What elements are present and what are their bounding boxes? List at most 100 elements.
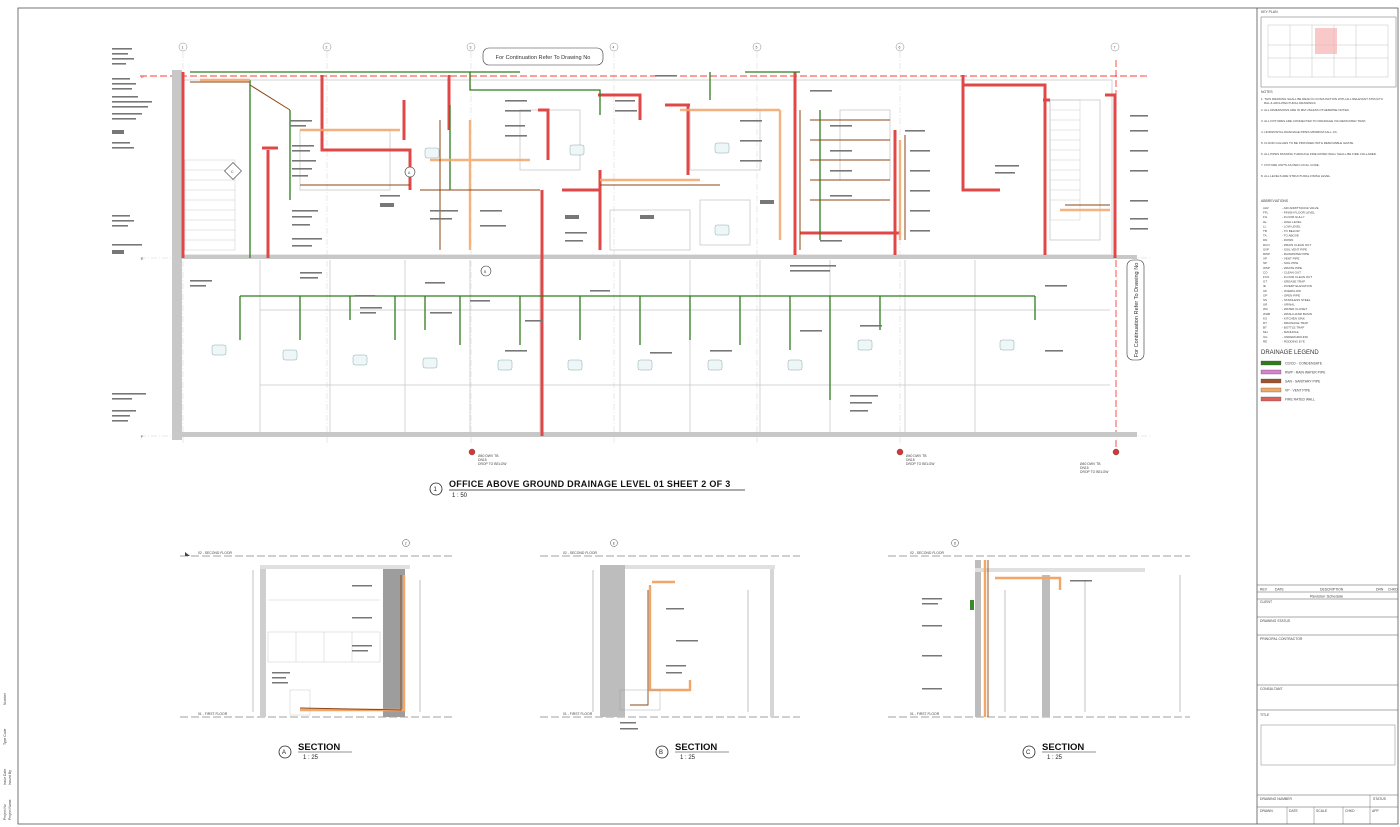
- grid-label: 7: [1114, 46, 1116, 50]
- svg-text:02 - SECOND FLOOR: 02 - SECOND FLOOR: [563, 551, 597, 555]
- svg-text:Ø40 DWV TB: Ø40 DWV TB: [1080, 462, 1101, 466]
- revision-schedule-title: Revision Schedule: [1310, 594, 1344, 599]
- abbreviation-meaning: - KITCHEN SINK: [1282, 316, 1305, 320]
- abbreviation-code: FCO: [1263, 275, 1270, 279]
- sheet-border: [17, 7, 1399, 825]
- svg-text:Ø40 DWV TB: Ø40 DWV TB: [478, 454, 499, 458]
- abbreviation-code: OF: [1263, 289, 1267, 293]
- svg-text:CONSULTANT: CONSULTANT: [1260, 687, 1282, 691]
- svg-text:2: 2: [405, 542, 407, 546]
- svg-text:1 : 25: 1 : 25: [680, 755, 696, 761]
- abbreviation-code: KS: [1263, 316, 1267, 320]
- abbreviation-meaning: - MANHOLE: [1282, 330, 1299, 334]
- condensate-pipes: [190, 71, 1036, 400]
- notes-title: NOTES: [1261, 90, 1273, 94]
- legend-label: VP - VENT PIPE: [1285, 389, 1311, 393]
- abbreviation-meaning: - WASTE PIPE: [1282, 266, 1302, 270]
- svg-text:APP: APP: [1372, 809, 1380, 813]
- note-line-cont: RAL & ARCHITECTURAL DRAWINGS.: [1264, 101, 1317, 105]
- svg-text:CHKD: CHKD: [1388, 588, 1398, 592]
- section-b: 02 - SECOND FLOOR 01 - FIRST FLOOR E B S…: [540, 539, 800, 761]
- svg-text:DATE: DATE: [1275, 588, 1285, 592]
- left-info-strip: Project No Project Name Issue Date Issue…: [3, 692, 12, 820]
- svg-text:Number: Number: [3, 692, 7, 705]
- abbreviation-code: SP: [1263, 261, 1267, 265]
- svg-text:TITLE: TITLE: [1260, 713, 1270, 717]
- notes-list: 1. THIS DRAWING SHALL BE READ IN CONJUNC…: [1261, 97, 1383, 178]
- svg-text:REV: REV: [1260, 588, 1268, 592]
- grid-label: 3: [470, 46, 472, 50]
- abbreviation-code: WC: [1263, 307, 1269, 311]
- note-line: 5. FLOOR GULLIES TO BE PROVIDED WITH REM…: [1261, 141, 1354, 145]
- abbreviation-code: DN: [1263, 238, 1267, 242]
- svg-text:A: A: [282, 750, 286, 756]
- abbreviation-code: OP: [1263, 293, 1267, 297]
- abbreviation-meaning: - FLOOR GULLY: [1282, 215, 1305, 219]
- svg-text:02 - SECOND FLOOR: 02 - SECOND FLOOR: [910, 551, 944, 555]
- abbreviation-meaning: - UNDERGROUND: [1282, 335, 1309, 339]
- note-line: 4. HORIZONTAL DRAINAGE PIPES MINIMUM FAL…: [1261, 130, 1338, 134]
- abbreviation-code: WHB: [1263, 312, 1270, 316]
- legend-swatch: [1260, 369, 1282, 375]
- abbreviation-code: WSP: [1263, 266, 1270, 270]
- abbreviation-meaning: - INVERT ELEVATION: [1282, 284, 1312, 288]
- drop-point: Ø40 DWV TB DN15 DROP TO BELOW: [896, 448, 935, 466]
- section-callout-c: C: [224, 162, 242, 180]
- legend-swatch: [1260, 396, 1282, 402]
- abbreviation-meaning: - TO BELOW: [1282, 229, 1300, 233]
- abbreviation-code: SS: [1263, 298, 1267, 302]
- svg-text:Ø40 DWV TB: Ø40 DWV TB: [906, 454, 927, 458]
- svg-text:STATUS: STATUS: [1373, 797, 1387, 801]
- abbreviation-meaning: - WASH HAND BASIN: [1282, 312, 1312, 316]
- abbreviation-meaning: - STAINLESS STEEL: [1282, 298, 1311, 302]
- grid-label: D: [141, 75, 144, 79]
- abbreviation-meaning: - DOWN: [1282, 238, 1293, 242]
- pipe-annotations: [112, 48, 1148, 422]
- note-line: 2. ALL DIMENSIONS ARE IN MM UNLESS OTHER…: [1261, 108, 1350, 112]
- abbreviation-meaning: - TO ABOVE: [1282, 234, 1299, 238]
- title-block: KEY PLAN NOTES 1. THIS DRAWING SHALL BE …: [1257, 10, 1398, 824]
- floor-plan: 1 2 3 4 5 6 7 D E F For Continuation Ref…: [112, 42, 1150, 499]
- abbreviation-code: HL: [1263, 220, 1267, 224]
- legend-title: DRAINAGE LEGEND: [1261, 350, 1319, 356]
- abbreviation-meaning: - DRAINAGE TRAP: [1282, 321, 1308, 325]
- section-c: 02 - SECOND FLOOR 01 - FIRST FLOOR D C S…: [888, 539, 1190, 761]
- svg-text:A: A: [408, 171, 411, 175]
- svg-text:DATE: DATE: [1289, 809, 1299, 813]
- svg-text:DRN: DRN: [1376, 588, 1384, 592]
- svg-text:DN15: DN15: [478, 458, 487, 462]
- svg-text:CHKD: CHKD: [1345, 809, 1355, 813]
- abbreviation-meaning: - CLEAN OUT: [1282, 270, 1301, 274]
- svg-text:1: 1: [434, 487, 438, 493]
- abbreviation-code: UR: [1263, 303, 1268, 307]
- legend-label: CD/CD - CONDENSATE: [1285, 362, 1323, 366]
- abbreviation-meaning: - AIR ADMITTANCE VALVE: [1282, 206, 1319, 210]
- abbreviation-code: BT: [1263, 326, 1267, 330]
- legend-label: RWP - RAIN WATER PIPE: [1285, 371, 1326, 375]
- stair: [184, 99, 1081, 251]
- note-line: 3. ALL FIXTURES ARE CONNECTED TO DRAINAG…: [1261, 119, 1366, 123]
- abbreviation-code: FG: [1263, 215, 1268, 219]
- svg-text:01 - FIRST FLOOR: 01 - FIRST FLOOR: [198, 712, 228, 716]
- legend-label: FIRE RATED WALL: [1285, 398, 1315, 402]
- key-plan-label: KEY PLAN: [1261, 10, 1278, 14]
- abbreviation-code: RE: [1263, 339, 1267, 343]
- svg-text:D: D: [954, 542, 957, 546]
- abbreviation-meaning: - OVERFLOW: [1282, 289, 1301, 293]
- abbreviation-code: GT: [1263, 280, 1267, 284]
- abbreviation-code: SVP: [1263, 247, 1269, 251]
- abbreviation-meaning: - FLOOR CLEAN OUT: [1282, 275, 1312, 279]
- abbreviation-meaning: - RAINWATER PIPE: [1282, 252, 1309, 256]
- svg-text:B: B: [659, 750, 663, 756]
- grid-label: 1: [182, 46, 184, 50]
- svg-text:DROP TO BELOW: DROP TO BELOW: [478, 462, 507, 466]
- svg-text:B: B: [484, 270, 487, 274]
- section-callout-b: B: [480, 265, 492, 277]
- abbreviation-meaning: - VENT PIPE: [1282, 257, 1299, 261]
- abbreviation-code: CO: [1263, 270, 1268, 274]
- svg-text:1 : 25: 1 : 25: [303, 755, 319, 761]
- grid-label: F: [141, 435, 143, 439]
